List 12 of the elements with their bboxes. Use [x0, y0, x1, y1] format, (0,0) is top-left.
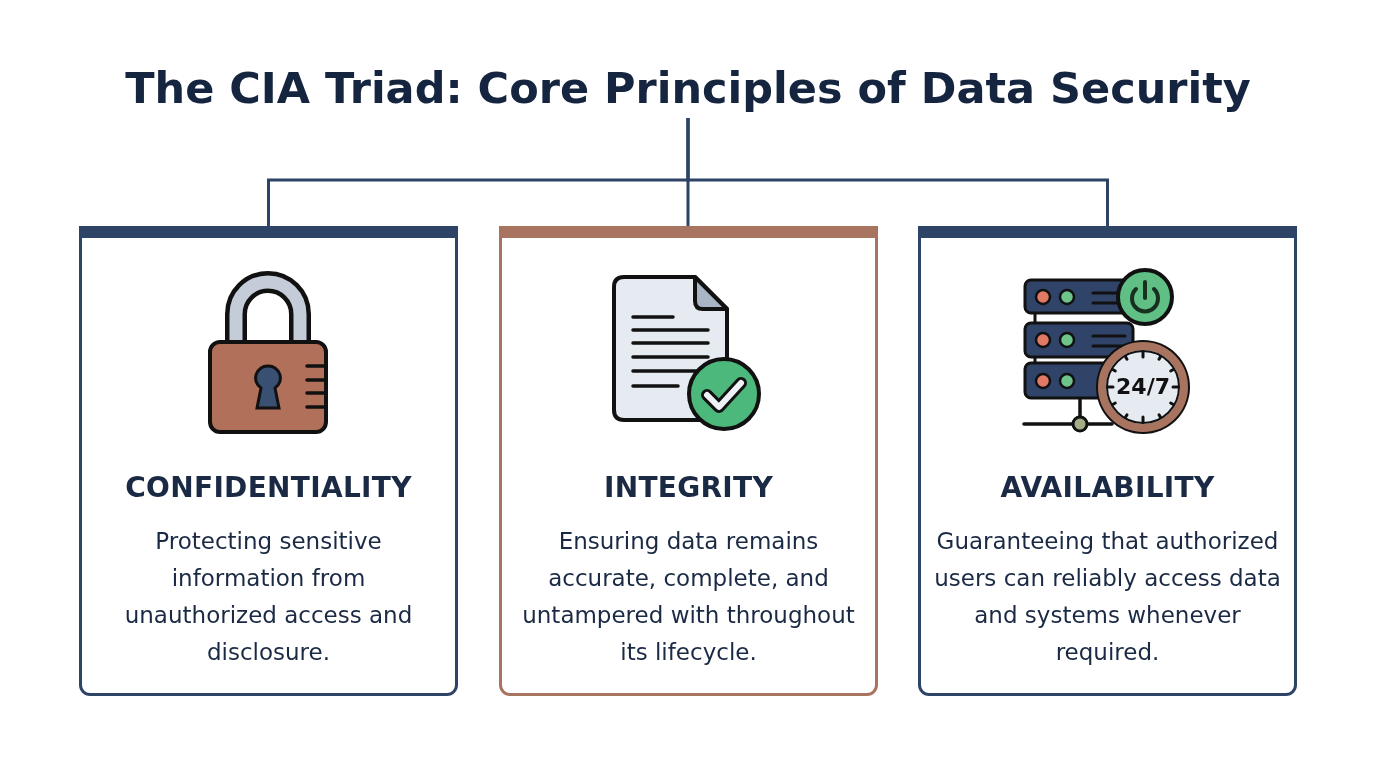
principle-card — [79, 226, 458, 696]
card-description: Guaranteeing that authorized users can reliably access data and systems whenever required. — [933, 527, 1282, 667]
card-description: Ensuring data remains accurate, complete, and untampered with throughout its lifecycle. — [521, 527, 856, 667]
card-heading: AVAILABILITY — [1000, 470, 1215, 506]
connector-line — [686, 118, 1109, 226]
principle-card — [918, 226, 1297, 696]
principle-card — [499, 226, 878, 696]
card-description: Protecting sensitive information from unauthorized access and disclosure. — [123, 527, 414, 667]
clock-label: 24/7 — [1116, 374, 1170, 400]
card-heading: INTEGRITY — [603, 470, 774, 506]
card-heading: CONFIDENTIALITY — [125, 470, 412, 506]
diagram-title: The CIA Triad: Core Principles of Data Security — [125, 58, 1251, 118]
